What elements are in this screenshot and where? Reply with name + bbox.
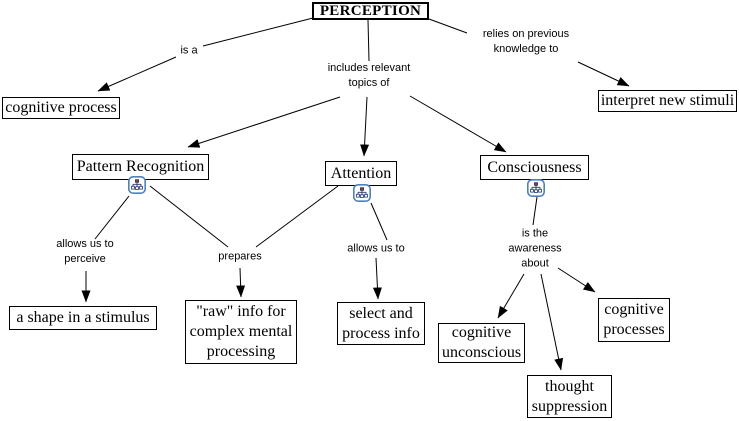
link-label-is-a[interactable]: is a [180, 44, 198, 57]
concept-node-a-shape-in-a-stimulus[interactable]: a shape in a stimulus [9, 306, 157, 330]
concept-node-cognitive-unconscious[interactable]: cognitive unconscious [438, 323, 525, 363]
edge-pattern-recognition-to-allows-us-to-perceive [94, 195, 130, 240]
edge-includes-to-pattern-recognition [187, 96, 341, 148]
link-label-relies-on-previous-knowledge-to[interactable]: relies on previous knowledge to [482, 28, 570, 55]
resource-links-icon[interactable] [353, 184, 371, 202]
link-label-allows-us-to-perceive[interactable]: allows us to perceive [56, 238, 114, 265]
concept-node-attention[interactable]: Attention [325, 161, 397, 186]
link-label-is-the-awareness-about[interactable]: is the awareness about [508, 227, 562, 270]
link-label-prepares[interactable]: prepares [218, 250, 262, 263]
concept-node-perception[interactable]: PERCEPTION [312, 2, 429, 20]
concept-node-select-and-process-info[interactable]: select and process info [337, 302, 425, 345]
edge-attention-to-prepares [255, 185, 339, 248]
edge-perception-to-is-a [202, 17, 314, 47]
edge-consciousness-to-awareness [532, 196, 538, 226]
edge-awareness-to-thought-suppression [540, 273, 564, 371]
link-label-includes-relevant-topics-of[interactable]: includes relevant topics of [327, 62, 411, 89]
concept-node-thought-suppression[interactable]: thought suppression [527, 375, 612, 418]
edge-perception-to-relies [428, 18, 468, 34]
link-label-allows-us-to[interactable]: allows us to [347, 242, 405, 255]
concept-node-raw-info-for-complex-mental-processing[interactable]: "raw" info for complex mental processing [185, 300, 297, 364]
edge-pattern-recognition-to-prepares [149, 185, 229, 248]
edge-perception-to-includes [367, 19, 370, 62]
concept-node-cognitive-processes[interactable]: cognitive processes [598, 298, 670, 342]
edge-awareness-to-cognitive-processes [557, 267, 596, 293]
concept-node-consciousness[interactable]: Consciousness [480, 155, 589, 180]
edge-awareness-to-cognitive-unconscious [497, 273, 525, 319]
edge-prepares-to-raw-info [236, 267, 246, 298]
edge-allows-us-to-to-select-and-process-info [372, 257, 382, 300]
concept-node-cognitive-process[interactable]: cognitive process [2, 97, 120, 119]
concept-node-interpret-new-stimuli[interactable]: interpret new stimuli [598, 90, 737, 112]
edge-attention-to-allows-us-to [370, 202, 388, 241]
resource-links-icon[interactable] [527, 179, 545, 197]
edge-is-a-to-cognitive-process [97, 56, 177, 92]
edge-includes-to-attention [360, 96, 370, 157]
edge-relies-to-interpret-new-stimuli [577, 61, 630, 87]
resource-links-icon[interactable] [128, 176, 146, 194]
edge-includes-to-consciousness [409, 95, 507, 153]
